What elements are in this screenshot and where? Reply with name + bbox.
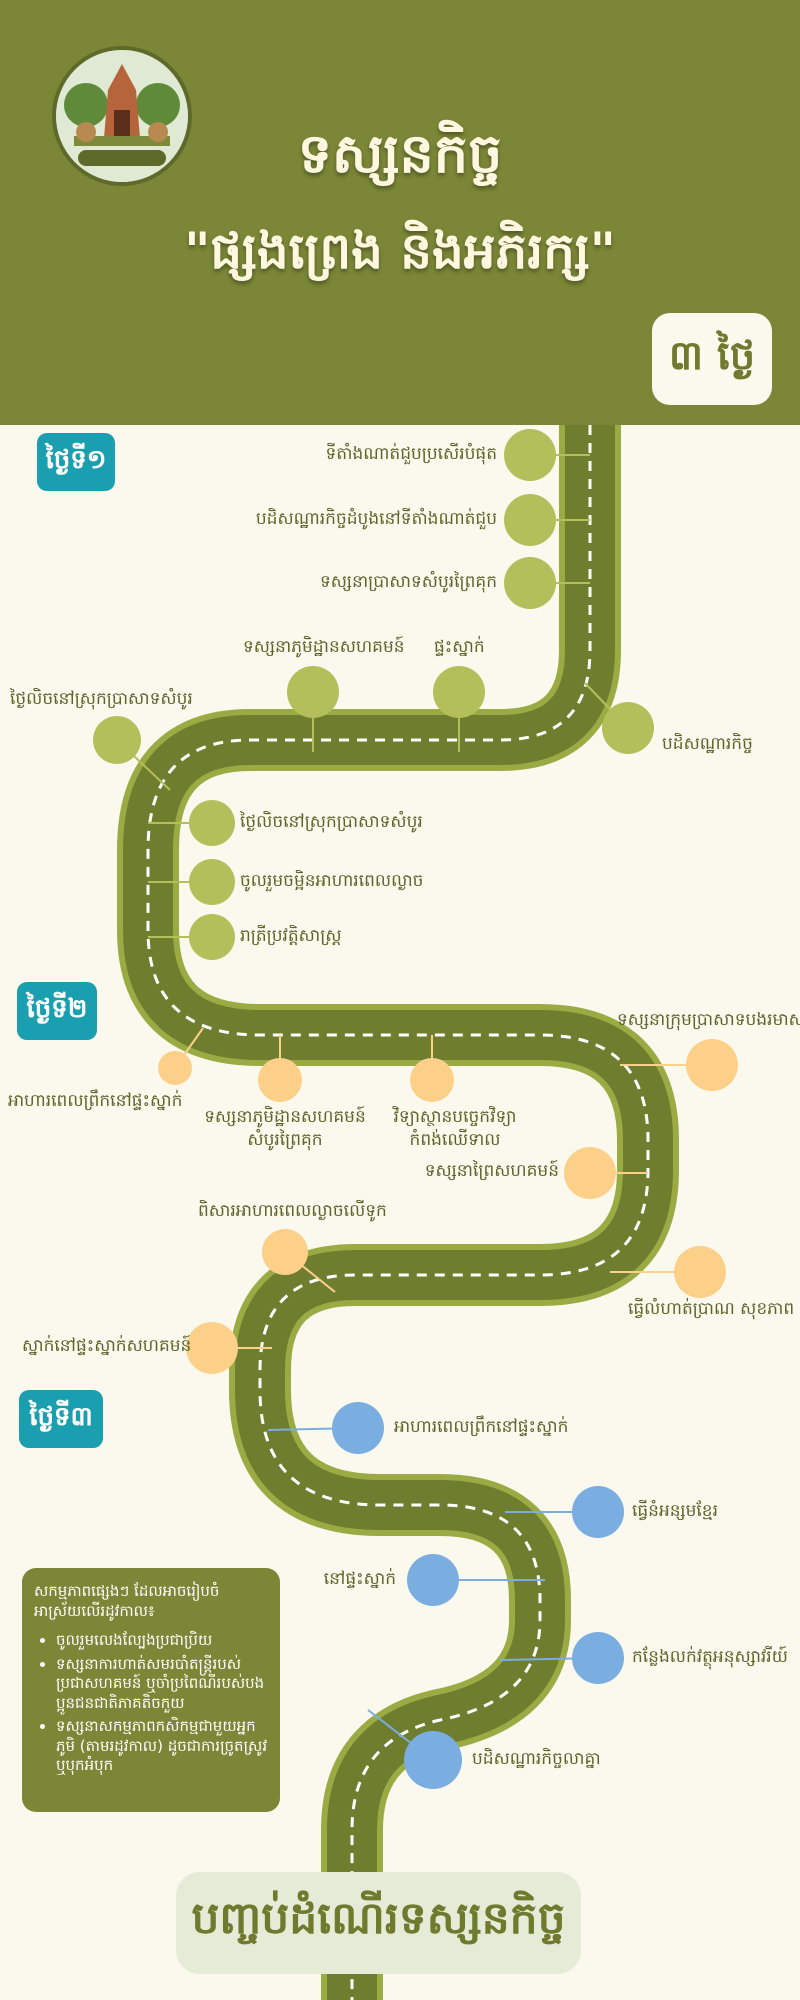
stop-dot	[686, 1039, 738, 1091]
day-3-badge: ថ្ងៃទី៣	[19, 1390, 103, 1448]
stop-label: បដិសណ្ឋារកិច្ច	[662, 734, 753, 754]
stop-label: ថ្ងៃលិចនៅស្រុកប្រាសាទសំបូរ	[10, 689, 193, 709]
stop-dot	[564, 1147, 616, 1199]
stop-label: ពិសារអាហារពេលល្ងាចលើទូក	[198, 1201, 387, 1221]
stop-label: ចូលរួមចម្អិនអាហារពេលល្ងាច	[240, 871, 424, 891]
stop-dot	[602, 702, 654, 754]
stop-dot	[189, 800, 235, 846]
stop-label: រាត្រីប្រវត្តិសាស្ត្រ	[240, 926, 342, 946]
stop-dot	[186, 1322, 238, 1374]
stop-label: ទីតាំងណាត់ជួបប្រសើរបំផុត	[325, 444, 498, 464]
stop-label: បដិសណ្ឋារកិច្ចដំបូងនៅទីតាំងណាត់ជួប	[255, 509, 497, 529]
stop-label: ផ្ទះស្នាក់	[434, 637, 485, 657]
stop-label: ទស្សនាភូមិដ្ឋានសហគមន៍	[243, 637, 405, 657]
optional-activities-box: សកម្មភាពផ្សេងៗ ដែលអាចរៀបចំ អាស្រ័យលើរដូវ…	[22, 1568, 280, 1812]
stop-label: អាហារពេលព្រឹកនៅផ្ទះស្នាក់	[394, 1417, 569, 1437]
stop-dot	[674, 1246, 726, 1298]
stop-label: ស្នាក់នៅផ្ទះស្នាក់សហគមន៍	[22, 1336, 192, 1356]
stop-dot	[262, 1229, 308, 1275]
stop-label: បដិសណ្ឋារកិច្ចលាគ្នា	[472, 1749, 601, 1769]
stop-dot	[332, 1402, 384, 1454]
stop-label: ធ្វើលំហាត់ប្រាណ សុខភាព	[628, 1299, 795, 1319]
stop-label: ថ្ងៃលិចនៅស្រុកប្រាសាទសំបូរ	[240, 812, 423, 832]
stop-label: ទស្សនាប្រាសាទសំបូរព្រៃគុក	[319, 572, 497, 592]
day-2-badge: ថ្ងៃទី២	[17, 982, 97, 1040]
list-item: ទស្សនាសកម្មភាពកសិកម្មជាមួយអ្នកភូមិ (តាមរ…	[56, 1717, 268, 1776]
stop-dot	[504, 557, 556, 609]
stop-dot	[433, 666, 485, 718]
stop-label: វិទ្យាស្ថានបច្ចេកវិទ្យា កំពង់ឈើទាល	[393, 1107, 517, 1150]
stop-label: ធ្វើនំអន្សមខ្មែរ	[632, 1501, 718, 1521]
list-item: ចូលរួមលេងល្បែងប្រជាប្រិយ	[56, 1631, 268, 1651]
info-heading: សកម្មភាពផ្សេងៗ ដែលអាចរៀបចំ អាស្រ័យលើរដូវ…	[34, 1582, 220, 1620]
stop-dot	[410, 1058, 454, 1102]
stop-dot	[287, 666, 339, 718]
stop-label: ទស្សនាភូមិដ្ឋានសហគមន៍ សំបូរព្រៃគុក	[204, 1107, 366, 1150]
stop-label: ទស្សនាក្រុមប្រាសាទបងរមាស	[617, 1010, 800, 1030]
stop-dot	[189, 859, 235, 905]
info-list: ចូលរួមលេងល្បែងប្រជាប្រិយ ទស្សនាការហាត់សម…	[34, 1631, 268, 1776]
stop-dot	[189, 914, 235, 960]
list-item: ទស្សនាការហាត់សមរបាំតន្ត្រីរបស់ប្រជាសហគមន…	[56, 1655, 268, 1714]
stop-dot	[407, 1554, 459, 1606]
stop-dot	[572, 1486, 624, 1538]
stop-dot	[504, 429, 556, 481]
end-of-tour-label: បញ្ចប់ដំណើរទស្សនកិច្ច	[176, 1872, 581, 1974]
stop-label: កន្លែងលក់វត្ថុអនុស្សាវរីយ៍	[632, 1647, 788, 1667]
header-banner: ទស្សនកិច្ច "ផ្សងព្រេង និងអភិរក្ស" ៣ ថ្ងៃ	[0, 0, 800, 425]
stop-dot	[572, 1632, 624, 1684]
temple-logo	[52, 46, 192, 186]
duration-badge: ៣ ថ្ងៃ	[652, 313, 772, 405]
page-subtitle: "ផ្សងព្រេង និងអភិរក្ស"	[184, 221, 616, 280]
stop-label: ទស្សនាព្រៃសហគមន៍	[424, 1161, 559, 1181]
page-title: ទស្សនកិច្ច	[297, 121, 503, 185]
stop-label: នៅផ្ទះស្នាក់	[323, 1569, 396, 1589]
day-1-badge: ថ្ងៃទី១	[37, 433, 115, 491]
stop-dot	[158, 1051, 192, 1085]
stop-dot	[93, 716, 141, 764]
stop-dot	[404, 1731, 462, 1789]
stop-dot	[258, 1058, 302, 1102]
stop-dot	[504, 494, 556, 546]
stop-label: អាហារពេលព្រឹកនៅផ្ទះស្នាក់	[8, 1091, 183, 1111]
